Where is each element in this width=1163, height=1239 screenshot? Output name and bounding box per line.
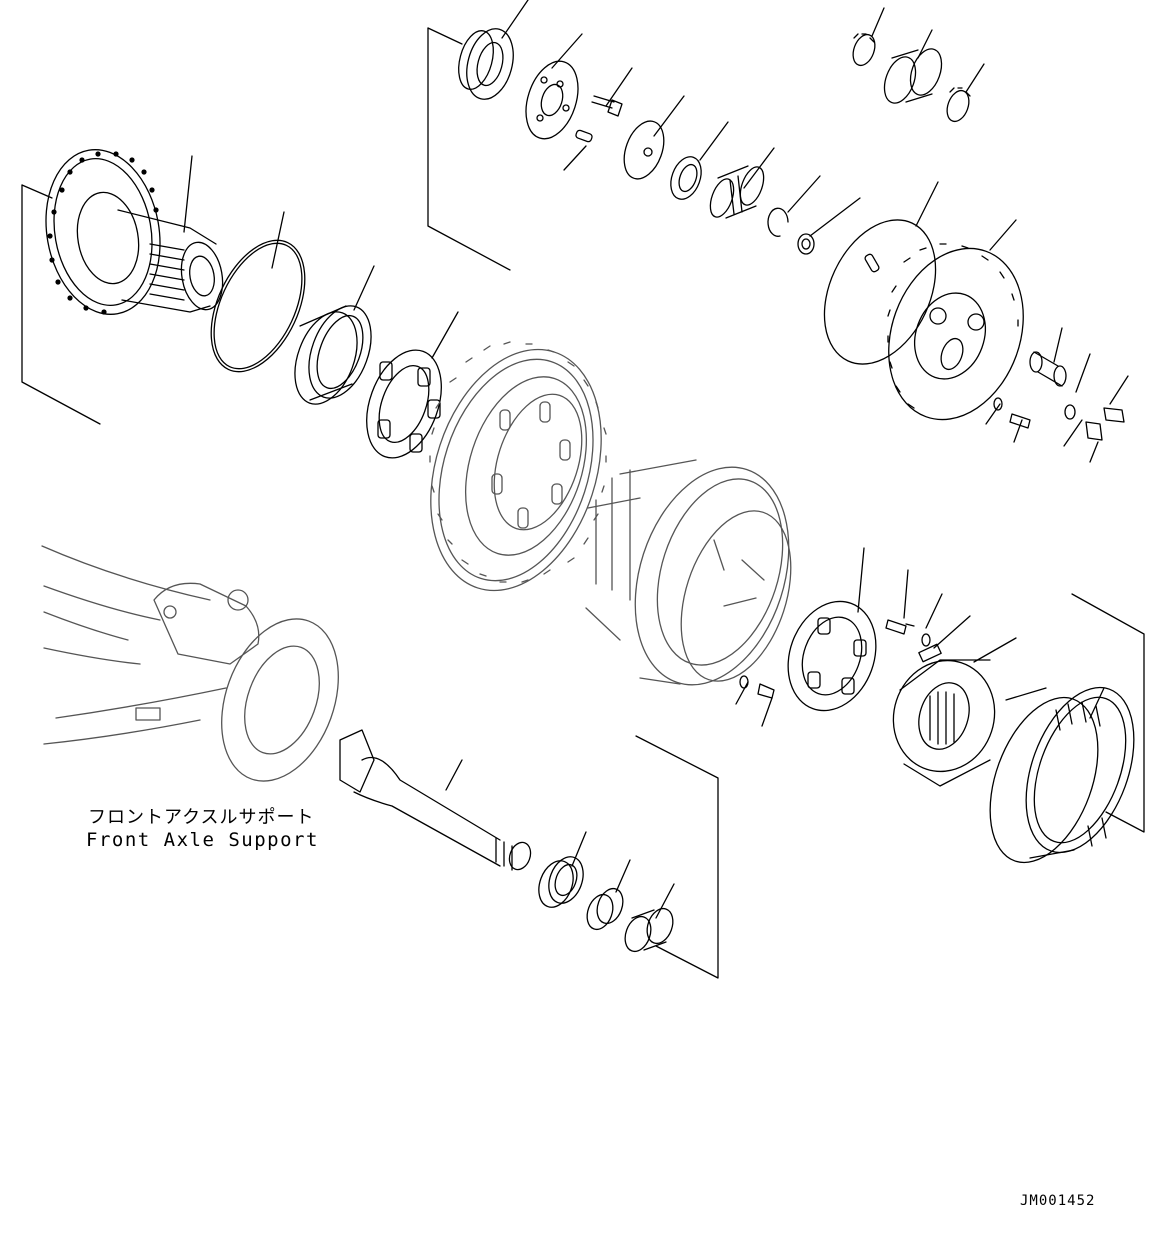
hub-housing: [586, 447, 815, 705]
leader-lines: [184, 0, 1128, 918]
thrust-washer: [453, 24, 521, 105]
lock-plate: [919, 644, 941, 662]
group-bracket-upper-center: [428, 28, 510, 270]
bolt-small: [592, 96, 622, 116]
pin-shaft: [1030, 352, 1066, 386]
planet-housing-cover: [866, 229, 1046, 438]
hub-flange: [33, 141, 227, 324]
planet-carrier: [879, 647, 1009, 786]
support-label-jp: フロントアクスルサポート: [88, 807, 315, 828]
pin-small: [575, 130, 593, 143]
ring-splines: [1056, 702, 1106, 846]
ring-gear-teeth: [430, 342, 606, 582]
small-bolts: [1010, 408, 1124, 440]
bearing-cup: [283, 297, 382, 412]
group-bracket-right: [1072, 594, 1144, 832]
outer-ring-gear: [969, 673, 1154, 877]
bearing-shaft: [583, 885, 628, 933]
support-label-en: Front Axle Support: [86, 829, 319, 851]
dowel-pin: [864, 253, 880, 273]
o-ring-large: [192, 226, 324, 387]
seal-ring: [665, 153, 706, 204]
bushing-shaft: [621, 905, 678, 955]
gasket-large: [803, 202, 958, 382]
inner-rollers: [492, 402, 570, 528]
axle-shaft: [340, 730, 534, 873]
needle-bearing: [706, 164, 768, 220]
planet-cone: [943, 88, 973, 125]
washer-mid: [922, 634, 930, 646]
drain-plug: [740, 676, 774, 698]
sun-gear-small: [849, 32, 879, 69]
spline-lines: [150, 244, 184, 300]
cover-plate: [617, 116, 671, 185]
shaft-splines: [496, 838, 512, 870]
flange-bolt-holes: [47, 151, 159, 315]
front-axle-support: [42, 546, 359, 797]
snap-ring: [768, 208, 788, 236]
drawing-number: JM001452: [1020, 1193, 1096, 1209]
bolt-mid: [886, 620, 914, 634]
planet-carrier-plate: [517, 55, 587, 146]
group-bracket-shaft: [636, 736, 718, 978]
roller-bearing: [353, 340, 455, 469]
planet-gear: [879, 45, 948, 108]
bearing-cone-right: [773, 589, 890, 723]
ring-gear-large: [402, 327, 631, 612]
small-o-rings: [994, 398, 1075, 419]
carrier-splines: [930, 692, 954, 744]
group-bracket-upper-left: [22, 185, 100, 424]
seal-shaft: [533, 852, 589, 912]
spacer-collar: [798, 234, 814, 254]
